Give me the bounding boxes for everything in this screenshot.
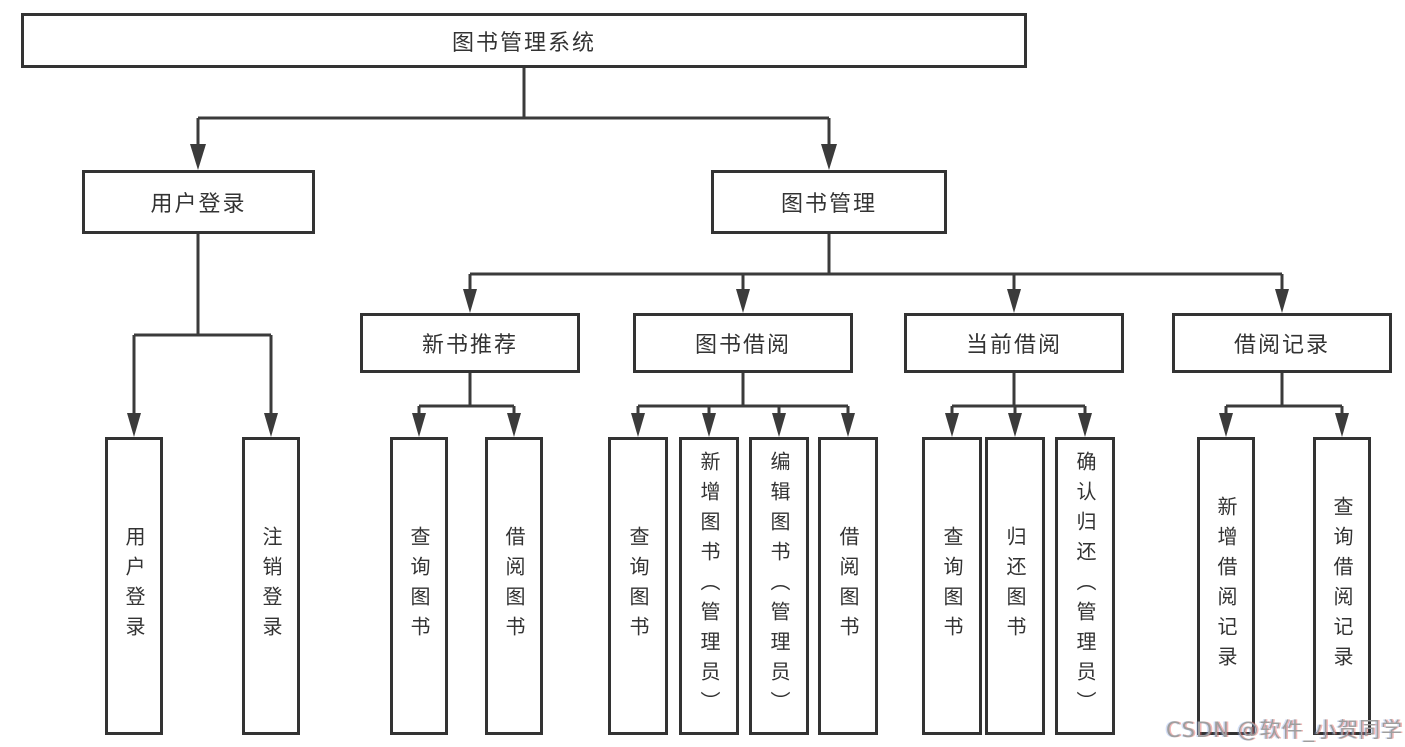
leaf-add-book-admin: 新增图书（管理员） — [679, 437, 739, 735]
arrowhead-icon — [702, 413, 716, 437]
leaf-user-login: 用户登录 — [105, 437, 163, 735]
arrowhead-icon — [190, 144, 206, 170]
leaf-confirm-return-admin: 确认归还（管理员） — [1055, 437, 1115, 735]
leaf-query-books-borrow: 查询图书 — [608, 437, 668, 735]
leaf-borrow-books-recommend: 借阅图书 — [485, 437, 543, 735]
arrowhead-icon — [631, 413, 645, 437]
recommend-group-connector — [412, 373, 521, 437]
node-new-book-recommend: 新书推荐 — [360, 313, 580, 373]
leaf-return-book: 归还图书 — [985, 437, 1045, 735]
arrowhead-icon — [463, 289, 477, 313]
node-user-login: 用户登录 — [82, 170, 315, 234]
arrowhead-icon — [772, 413, 786, 437]
arrowhead-icon — [1275, 289, 1289, 313]
arrowhead-icon — [1078, 413, 1092, 437]
records-group-connector — [1219, 373, 1349, 437]
arrowhead-icon — [1219, 413, 1233, 437]
node-book-borrow: 图书借阅 — [633, 313, 853, 373]
leaf-edit-book-admin: 编辑图书（管理员） — [749, 437, 809, 735]
current-group-connector — [945, 373, 1092, 437]
arrowhead-icon — [945, 413, 959, 437]
leaf-logout: 注销登录 — [242, 437, 300, 735]
arrowhead-icon — [841, 413, 855, 437]
arrowhead-icon — [412, 413, 426, 437]
leaf-query-borrow-record: 查询借阅记录 — [1313, 437, 1371, 735]
csdn-watermark: CSDN @软件_小贺同学 — [1165, 718, 1403, 742]
user-subtree-connector — [127, 234, 278, 437]
leaf-query-books-recommend: 查询图书 — [390, 437, 448, 735]
arrowhead-icon — [1335, 413, 1349, 437]
arrowhead-icon — [1008, 413, 1022, 437]
leaf-add-borrow-record: 新增借阅记录 — [1197, 437, 1255, 735]
arrowhead-icon — [264, 413, 278, 437]
book-subtree-connector — [463, 234, 1289, 313]
node-book-management: 图书管理 — [711, 170, 947, 234]
leaf-borrow-book: 借阅图书 — [818, 437, 878, 735]
arrowhead-icon — [1007, 289, 1021, 313]
node-current-borrow: 当前借阅 — [904, 313, 1124, 373]
node-root-system: 图书管理系统 — [21, 13, 1027, 68]
arrowhead-icon — [127, 413, 141, 437]
leaf-query-books-current: 查询图书 — [922, 437, 982, 735]
node-borrow-records: 借阅记录 — [1172, 313, 1392, 373]
arrowhead-icon — [507, 413, 521, 437]
trunk-connector — [190, 68, 837, 170]
arrowhead-icon — [736, 289, 750, 313]
arrowhead-icon — [821, 144, 837, 170]
borrow-group-connector — [631, 373, 855, 437]
